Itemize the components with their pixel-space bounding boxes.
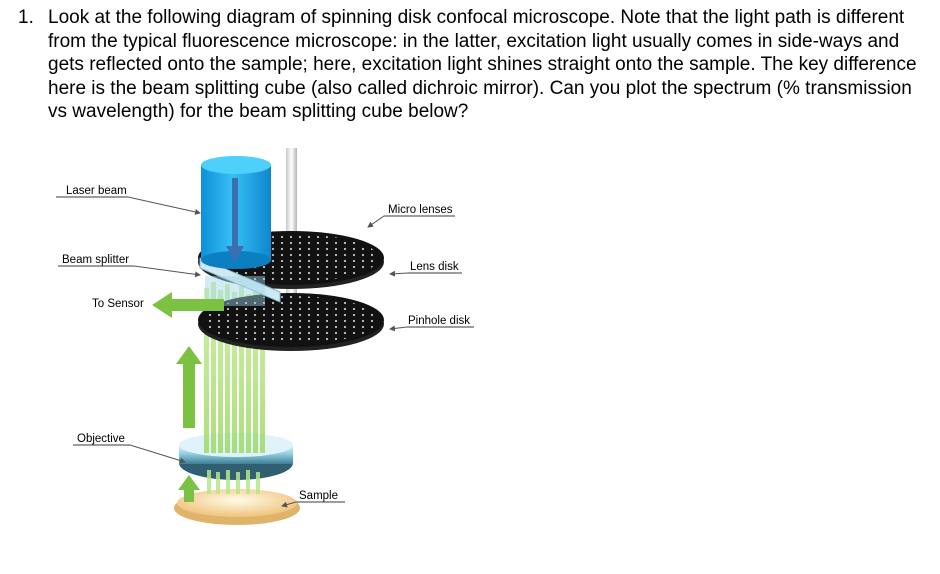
question-number: 1. <box>18 7 34 28</box>
label-lens-disk: Lens disk <box>410 261 459 273</box>
emission-up-arrow <box>176 346 202 428</box>
label-to-sensor: To Sensor <box>92 298 144 310</box>
to-sensor-arrow <box>152 292 224 318</box>
laser-down-arrow <box>226 178 244 262</box>
label-sample: Sample <box>299 490 338 502</box>
label-underlines <box>56 196 474 503</box>
label-beam-splitter: Beam splitter <box>62 254 129 266</box>
pinhole-disk <box>198 293 384 351</box>
sample-up-arrow <box>178 475 200 502</box>
label-micro-lenses: Micro lenses <box>388 204 453 216</box>
sample-dish <box>174 489 300 525</box>
question-text: Look at the following diagram of spinnin… <box>48 7 917 122</box>
emission-rays <box>204 282 265 494</box>
label-pinhole-disk: Pinhole disk <box>408 315 470 327</box>
label-objective: Objective <box>77 433 125 445</box>
label-laser-beam: Laser beam <box>66 185 127 197</box>
